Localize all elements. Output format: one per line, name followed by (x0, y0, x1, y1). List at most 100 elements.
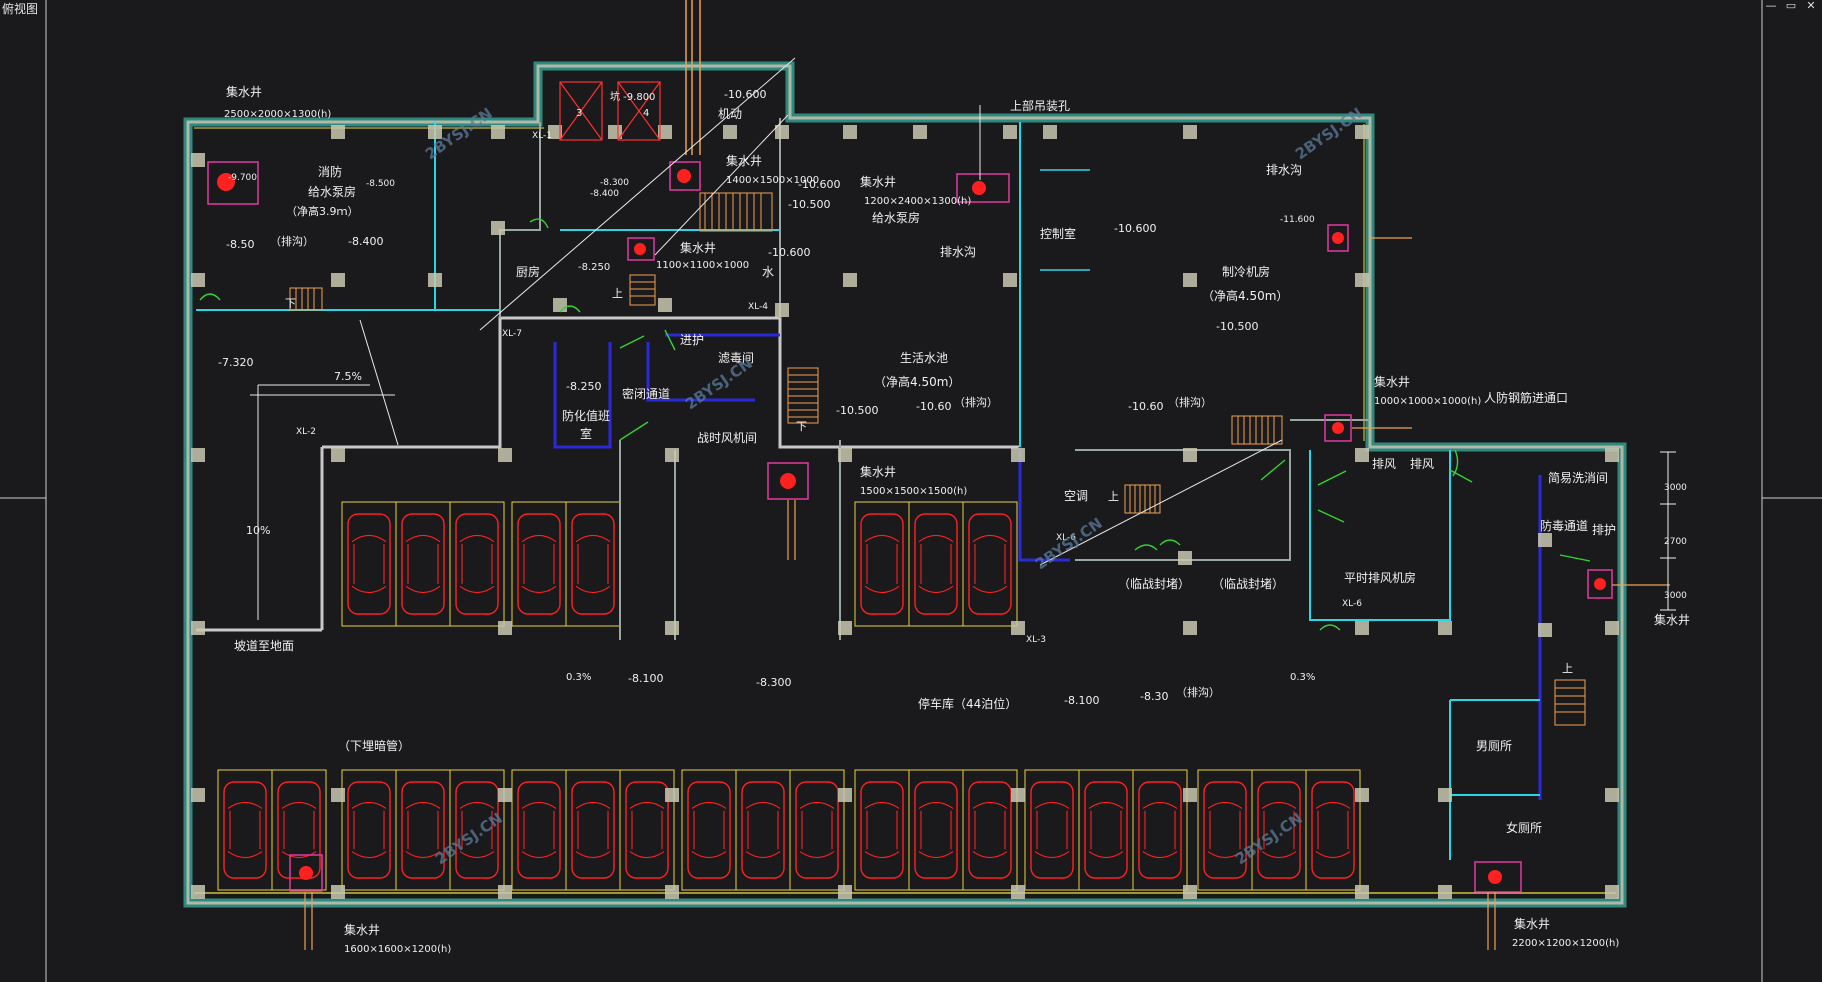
parking-stall (854, 502, 904, 626)
label-xl6b: XL-6 (1342, 599, 1362, 609)
label-xl4: XL-4 (748, 302, 768, 312)
label-control: 控制室 (1040, 226, 1076, 241)
column (1183, 273, 1197, 287)
label-filter: 滤毒间 (718, 351, 754, 365)
label-elev-9700: -9.700 (228, 173, 257, 183)
column (191, 788, 205, 802)
label-sump-br: 集水井 (1514, 916, 1550, 931)
column (843, 125, 857, 139)
label-normal-fan: 平时排风机房 (1344, 570, 1416, 585)
close-icon[interactable]: ✕ (1806, 0, 1816, 12)
label-male-wc: 男厕所 (1476, 739, 1512, 753)
label-duty-2: 室 (580, 426, 592, 441)
label-chiller-h: （净高4.50m） (1202, 288, 1288, 303)
drain-lines (304, 237, 1670, 950)
label-elev-8250b: -8.250 (566, 380, 601, 393)
column (498, 788, 512, 802)
label-elev-8100a: -8.100 (628, 672, 663, 685)
label-jinfang-2: 排护 (1592, 523, 1616, 537)
label-elev-8400b: -8.400 (590, 189, 619, 199)
label-sump-side: 集水井 (1654, 612, 1690, 627)
parking-stall (1078, 770, 1128, 890)
parking-stall (735, 770, 785, 890)
column (1355, 788, 1369, 802)
column (838, 885, 852, 899)
parking-stall (565, 770, 615, 890)
label-chiller: 制冷机房 (1222, 264, 1270, 279)
column (491, 125, 505, 139)
label-simple-wash: 简易洗消间 (1548, 471, 1608, 485)
label-ramp-label: 坡道至地面 (234, 639, 294, 653)
column (548, 125, 562, 139)
column (838, 621, 852, 635)
label-machine: 机动 (718, 107, 742, 121)
watermark-logo: 2BYSJ.CN (1232, 809, 1306, 868)
view-title: 俯视图 (2, 2, 39, 16)
label-elev-8100b: -8.100 (1064, 694, 1099, 707)
restore-icon[interactable]: ▭ (1785, 0, 1797, 12)
label-sump-small: 集水井 (680, 240, 716, 255)
structural-columns (191, 125, 1619, 899)
label-sump-car: 集水井 (860, 464, 896, 479)
column (665, 448, 679, 462)
column (1438, 621, 1452, 635)
label-xl2: XL-2 (296, 427, 316, 437)
parking-row (511, 769, 675, 891)
label-airlock: 密闭通道 (622, 386, 670, 401)
label-supply-pump: 给水泵房 (872, 210, 920, 225)
label-elev-850: -8.50 (226, 238, 254, 251)
column (838, 448, 852, 462)
label-gou-4: （排沟） (1176, 685, 1220, 699)
label-sump-bl-size: 1600×1600×1200(h) (344, 944, 451, 955)
label-fire-pump: 消防 (318, 164, 342, 179)
column (1183, 448, 1197, 462)
column (1605, 621, 1619, 635)
label-shaft-pit: 坑 -9.800 (610, 90, 655, 103)
column (1183, 621, 1197, 635)
parking-stall (789, 770, 839, 890)
column (1183, 885, 1197, 899)
label-temp-wall-1: （临战封堵） (1118, 577, 1190, 591)
column (1438, 788, 1452, 802)
column (723, 125, 737, 139)
label-hoist-hole: 上部吊装孔 (1010, 98, 1070, 113)
label-elev-8500: -8.500 (366, 179, 395, 189)
door-swings (199, 218, 1591, 631)
outer-wall (183, 61, 1627, 908)
label-sump-pump: 集水井 (860, 174, 896, 189)
column (191, 153, 205, 167)
column (1003, 273, 1017, 287)
label-kong: 空调 (1064, 489, 1088, 503)
parking-row (854, 769, 1018, 891)
column (191, 621, 205, 635)
column (1003, 125, 1017, 139)
label-wartime-fan: 战时风机间 (697, 431, 757, 445)
parking-stall (1197, 770, 1247, 890)
column (665, 621, 679, 635)
stairs (289, 192, 1586, 726)
label-elev-830: -8.30 (1140, 690, 1168, 703)
parking-stall (395, 770, 445, 890)
column (1605, 885, 1619, 899)
minimize-icon[interactable]: — (1765, 0, 1777, 12)
parking-stall (565, 502, 615, 626)
column (331, 885, 345, 899)
label-exhaust-2: 排风 (1410, 457, 1434, 471)
column (658, 298, 672, 312)
column (838, 788, 852, 802)
label-slope-75: 7.5% (334, 370, 362, 383)
label-exhaust-1: 排风 (1372, 457, 1396, 471)
label-elev-1060a: -10.60 (916, 400, 951, 413)
column (1538, 623, 1552, 637)
riser-pipes (685, 0, 701, 155)
column (1043, 125, 1057, 139)
column (1183, 788, 1197, 802)
label-pool-h: （净高4.50m） (874, 374, 960, 389)
column (428, 125, 442, 139)
label-sump-pump-size: 1200×2400×1300(h) (864, 196, 971, 207)
label-elev-10600a: -10.600 (724, 88, 766, 101)
label-elev-10600b: -10.600 (798, 178, 840, 191)
label-temp-wall-2: （临战封堵） (1212, 577, 1284, 591)
